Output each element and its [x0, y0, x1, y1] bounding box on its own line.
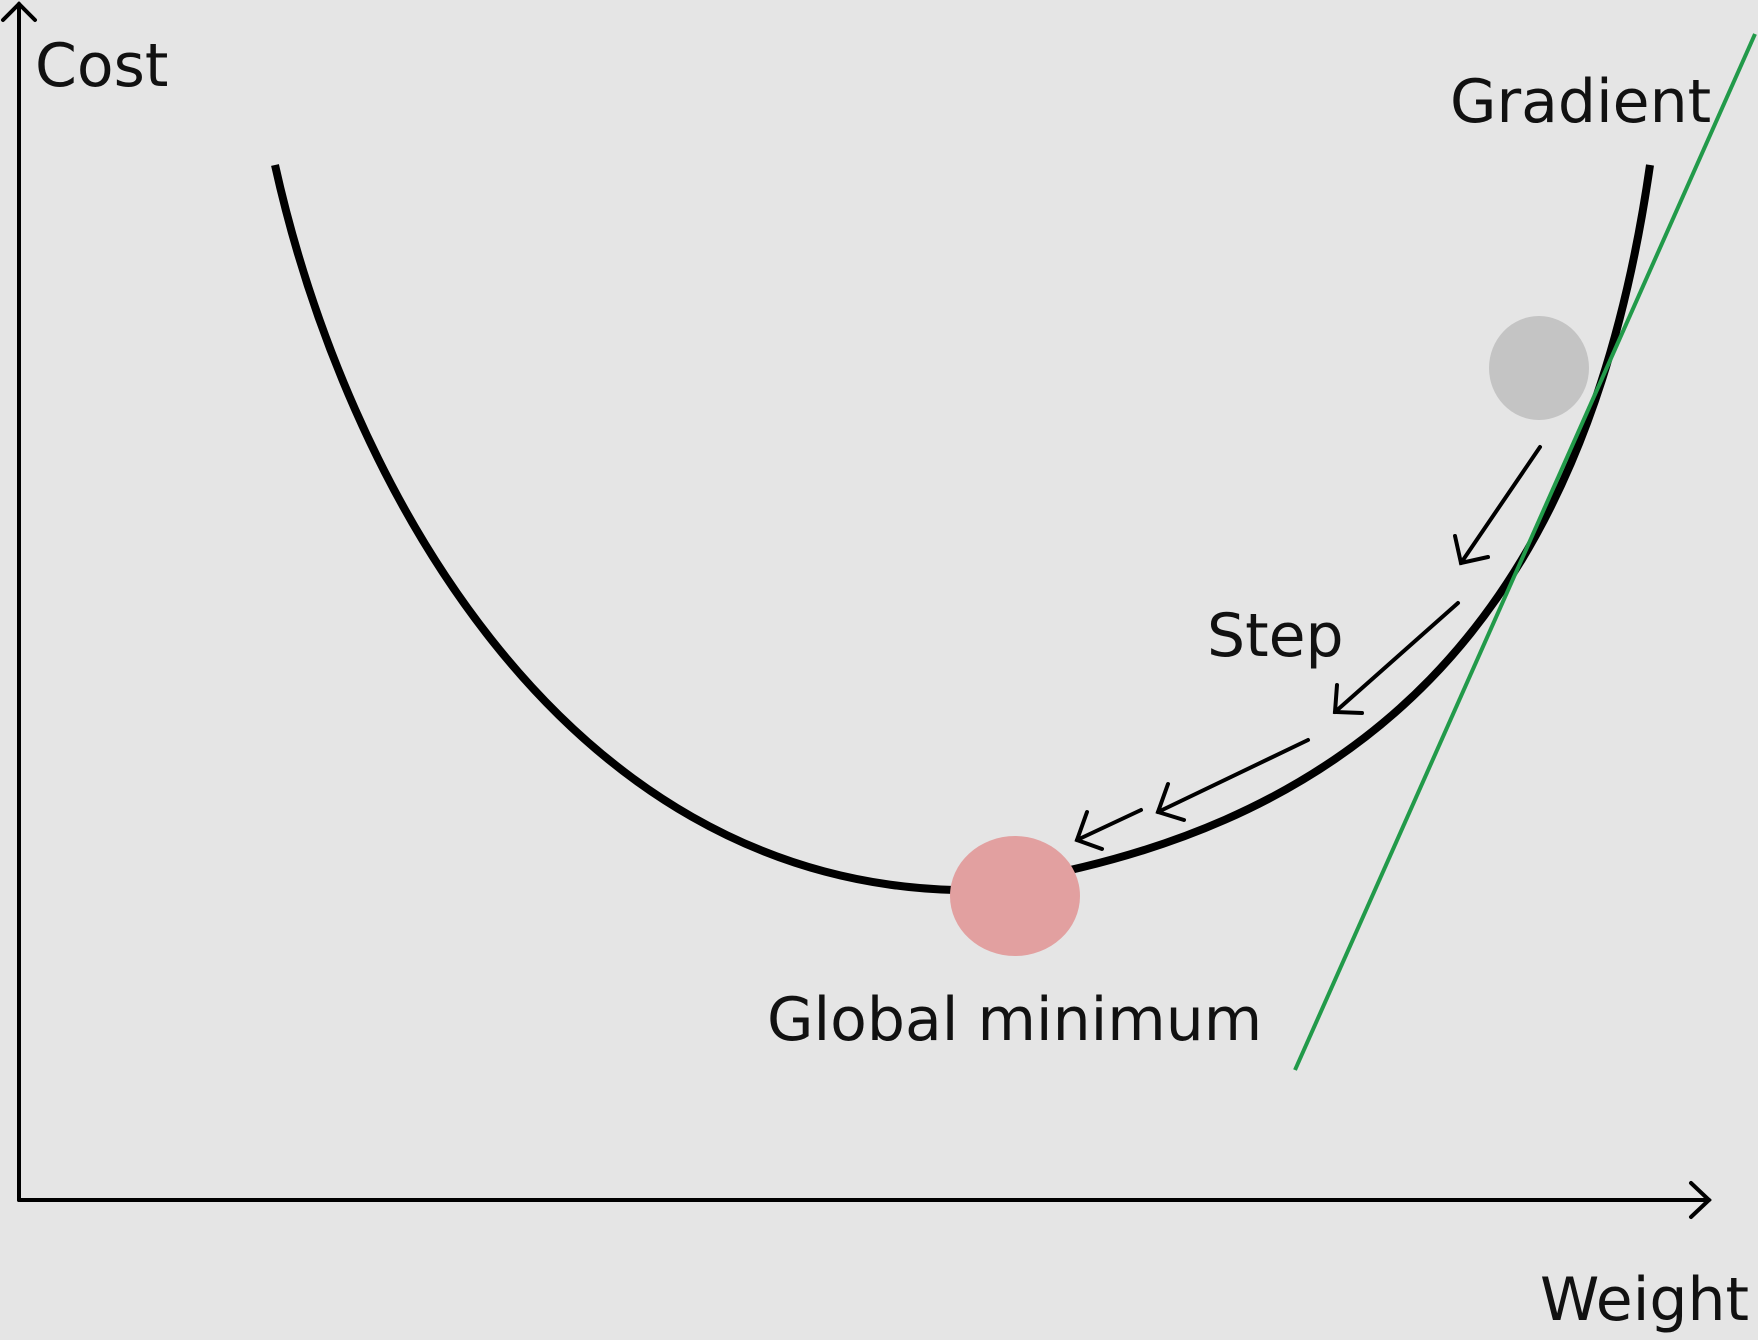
start-point	[1489, 316, 1589, 420]
global-minimum-label: Global minimum	[767, 985, 1263, 1055]
step-arrow-4	[1074, 808, 1143, 851]
step-arrow-2	[1332, 601, 1460, 715]
cost-curve	[271, 164, 1654, 895]
x-axis-label: Weight	[1540, 1265, 1750, 1335]
x-axis-arrowhead	[1689, 1181, 1712, 1219]
step-arrows	[1074, 445, 1542, 851]
step-arrow-1	[1453, 445, 1542, 566]
y-axis-label: Cost	[35, 31, 169, 101]
gradient-label: Gradient	[1450, 67, 1712, 137]
step-arrow-3	[1155, 738, 1310, 822]
y-axis-arrowhead	[1, 1, 37, 22]
step-label: Step	[1207, 601, 1344, 671]
global-minimum-point	[950, 836, 1080, 956]
gradient-tangent-line	[1293, 33, 1757, 1071]
axes	[1, 1, 1712, 1219]
